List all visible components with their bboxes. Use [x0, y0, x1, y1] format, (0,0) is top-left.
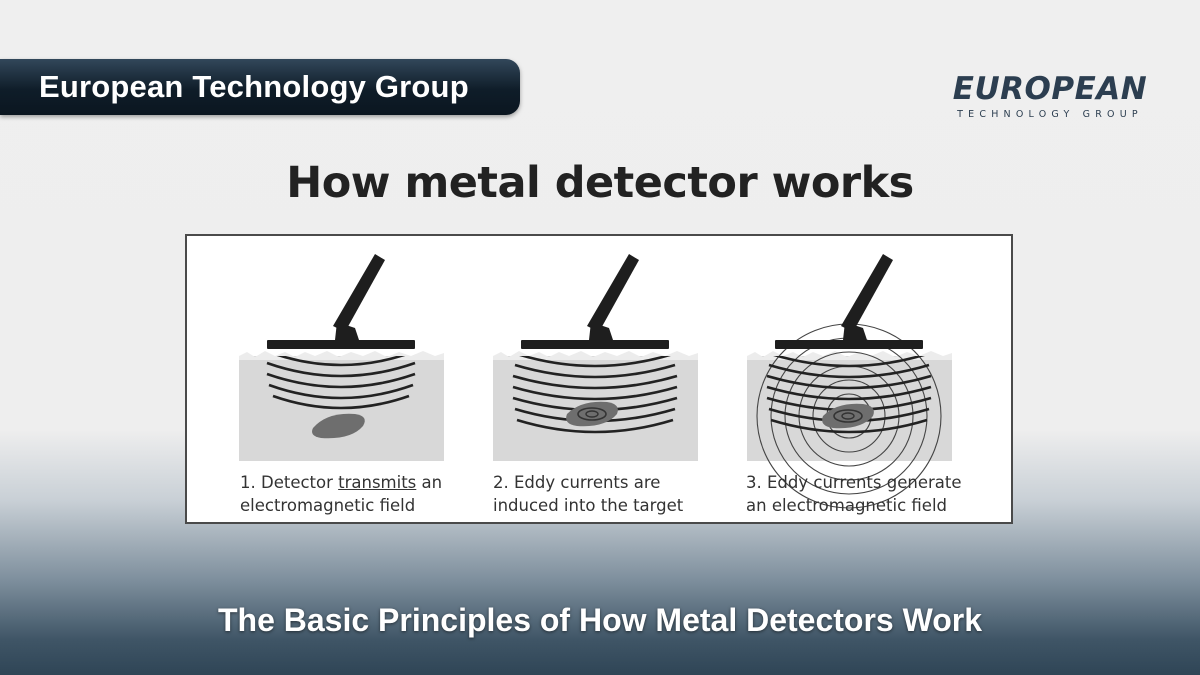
panel-3-illustration: [747, 254, 952, 509]
panel-1-detector: [267, 254, 415, 349]
brand-banner: European Technology Group: [0, 59, 520, 115]
main-title: How metal detector works: [286, 158, 914, 208]
panel-1-field-arcs: [266, 356, 416, 410]
panel-2-caption-line2: induced into the target: [493, 496, 684, 515]
panel-3-target: [822, 403, 874, 429]
panel-1-illustration: [239, 254, 444, 461]
panel-3-detector: [775, 254, 923, 349]
panel-3-caption-line2: an electromagnetic field: [746, 496, 947, 515]
panel-1-caption-step: 1. Detector: [240, 473, 339, 492]
brand-banner-text: European Technology Group: [39, 69, 469, 104]
panel-2-illustration: [493, 254, 698, 461]
diagram-frame: 1. Detector transmits an electromagnetic…: [185, 234, 1013, 524]
logo-wordmark: EUROPEAN: [953, 71, 1147, 107]
logo-tagline: TECHNOLOGY GROUP: [956, 109, 1143, 120]
panel-1-caption: 1. Detector transmits an electromagnetic…: [240, 471, 442, 517]
panel-3-caption: 3. Eddy currents generate an electromagn…: [746, 471, 961, 517]
panel-2-target: [566, 401, 618, 427]
company-logo: EUROPEAN TECHNOLOGY GROUP: [953, 71, 1147, 120]
diagram-illustration: [239, 254, 952, 509]
panel-1-caption-line2: electromagnetic field: [240, 496, 416, 515]
panel-1-target: [312, 413, 365, 439]
panel-1-caption-rest: an: [416, 473, 443, 492]
panel-2-detector: [521, 254, 669, 349]
panel-2-caption: 2. Eddy currents are induced into the ta…: [493, 471, 683, 517]
panel-1-caption-underlined: transmits: [338, 473, 417, 492]
panel-3-caption-line1: 3. Eddy currents generate: [746, 473, 962, 492]
footer-title: The Basic Principles of How Metal Detect…: [217, 602, 983, 638]
panel-2-caption-line1: 2. Eddy currents are: [493, 473, 661, 492]
